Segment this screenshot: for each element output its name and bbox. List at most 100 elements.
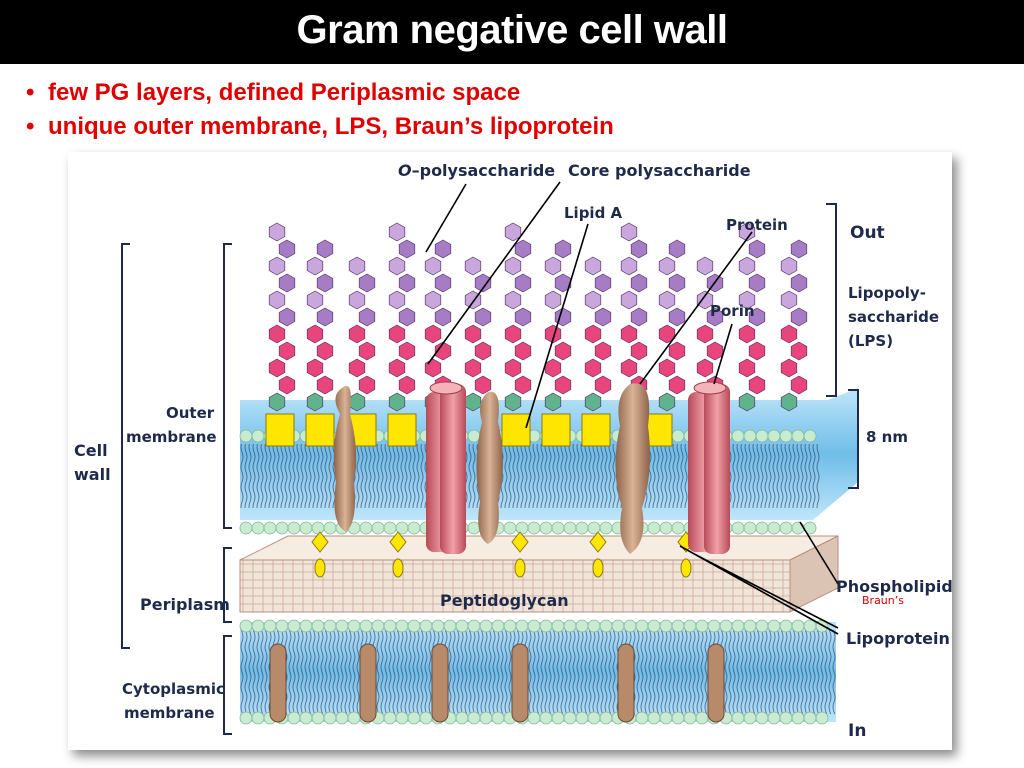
lps-sugar-hexagon xyxy=(278,375,296,395)
phospholipid-head xyxy=(767,521,781,535)
label-peptidoglycan: Peptidoglycan xyxy=(440,591,569,610)
lps-sugar-hexagon xyxy=(316,375,334,395)
phospholipid-head xyxy=(647,521,661,535)
label-brauns: Braun’s xyxy=(862,594,904,607)
lps-sugar-hexagon xyxy=(348,290,366,310)
lps-sugar-hexagon xyxy=(780,358,798,378)
label-thickness: 8 nm xyxy=(866,428,908,446)
phospholipid-head xyxy=(479,619,493,633)
phospholipid-head xyxy=(755,429,769,443)
label-o-polysaccharide: O–polysaccharide xyxy=(398,161,555,180)
cytoplasmic-protein xyxy=(359,643,377,723)
phospholipid-head xyxy=(683,711,697,725)
lps-sugar-hexagon xyxy=(316,273,334,293)
phospholipid-head xyxy=(479,711,493,725)
phospholipid-head xyxy=(695,711,709,725)
phospholipid-head xyxy=(647,619,661,633)
phospholipid-head xyxy=(551,521,565,535)
lps-sugar-hexagon xyxy=(554,341,572,361)
phospholipid-head xyxy=(611,619,625,633)
bullet-item: •unique outer membrane, LPS, Braun’s lip… xyxy=(26,110,614,144)
lps-sugar-hexagon xyxy=(780,290,798,310)
phospholipid-head xyxy=(251,619,265,633)
lps-sugar-hexagon xyxy=(584,324,602,344)
phospholipid-head xyxy=(407,619,421,633)
lps-sugar-hexagon xyxy=(306,256,324,276)
lps-sugar-hexagon xyxy=(268,256,286,276)
lps-sugar-hexagon xyxy=(474,375,492,395)
lps-sugar-hexagon xyxy=(668,273,686,293)
title-bar xyxy=(0,0,1024,64)
lps-sugar-hexagon xyxy=(398,239,416,259)
bullet-dot: • xyxy=(26,113,35,140)
lps-sugar-hexagon xyxy=(424,256,442,276)
lps-sugar-hexagon xyxy=(620,324,638,344)
lipid-a-block xyxy=(581,413,611,447)
lps-sugar-hexagon xyxy=(398,375,416,395)
lps-sugar-hexagon xyxy=(474,341,492,361)
lps-sugar-hexagon xyxy=(424,324,442,344)
phospholipid-head xyxy=(779,429,793,443)
phospholipid-head xyxy=(779,521,793,535)
lps-sugar-hexagon xyxy=(358,307,376,327)
lipid-a-block xyxy=(387,413,417,447)
lps-sugar-hexagon xyxy=(630,307,648,327)
phospholipid-head xyxy=(515,521,529,535)
phospholipid-head xyxy=(671,429,685,443)
lps-sugar-hexagon xyxy=(620,290,638,310)
phospholipid-head xyxy=(371,619,385,633)
phospholipid-head xyxy=(239,429,253,443)
lps-sugar-hexagon xyxy=(358,375,376,395)
phospholipid-head xyxy=(407,711,421,725)
lps-sugar-hexagon xyxy=(434,307,452,327)
lps-sugar-hexagon xyxy=(306,290,324,310)
phospholipid-head xyxy=(383,619,397,633)
lps-sugar-hexagon xyxy=(780,324,798,344)
lps-sugar-hexagon xyxy=(630,341,648,361)
lps-sugar-hexagon xyxy=(464,256,482,276)
label-porin: Porin xyxy=(710,302,755,320)
lps-sugar-hexagon xyxy=(388,290,406,310)
outer-membrane-graphic xyxy=(239,388,858,535)
lps-sugar-hexagon xyxy=(514,375,532,395)
phospholipid-head xyxy=(287,711,301,725)
phospholipid-head xyxy=(263,521,277,535)
phospholipid-head xyxy=(599,619,613,633)
phospholipid-head xyxy=(275,619,289,633)
cytoplasmic-protein xyxy=(617,643,635,723)
lps-sugar-hexagon xyxy=(514,307,532,327)
phospholipid-head xyxy=(539,711,553,725)
phospholipid-head xyxy=(671,521,685,535)
phospholipid-head xyxy=(347,619,361,633)
phospholipid-head xyxy=(515,619,529,633)
label-core-polysaccharide: Core polysaccharide xyxy=(568,161,751,180)
cytoplasmic-proteins xyxy=(269,643,725,723)
lps-sugar-hexagon xyxy=(630,239,648,259)
phospholipid-head xyxy=(659,619,673,633)
lps-sugar-hexagon xyxy=(388,392,406,412)
lps-sugar-hexagon xyxy=(514,273,532,293)
phospholipid-head xyxy=(791,429,805,443)
lps-sugar-hexagon xyxy=(544,324,562,344)
lps-sugar-hexagon xyxy=(554,375,572,395)
phospholipid-head xyxy=(503,521,517,535)
lps-sugar-hexagon xyxy=(696,290,714,310)
lps-sugar-hexagon xyxy=(620,358,638,378)
phospholipid-head xyxy=(743,711,757,725)
lps-sugar-hexagon xyxy=(474,307,492,327)
lps-sugar-hexagon xyxy=(790,307,808,327)
diagram-brackets xyxy=(121,203,859,735)
lipoprotein-body xyxy=(680,558,692,578)
phospholipid-head xyxy=(455,711,469,725)
phospholipid-head xyxy=(443,619,457,633)
phospholipid-head xyxy=(275,521,289,535)
lps-sugar-hexagon xyxy=(424,290,442,310)
lipoprotein-anchor xyxy=(511,531,529,553)
lps-sugar-hexagon xyxy=(278,273,296,293)
phospholipid-head xyxy=(347,711,361,725)
phospholipid-head xyxy=(539,619,553,633)
phospholipid-head xyxy=(791,521,805,535)
lps-sugar-hexagon xyxy=(748,307,766,327)
lps-sugar-hexagon xyxy=(594,375,612,395)
lps-sugar-hexagon xyxy=(738,222,756,242)
